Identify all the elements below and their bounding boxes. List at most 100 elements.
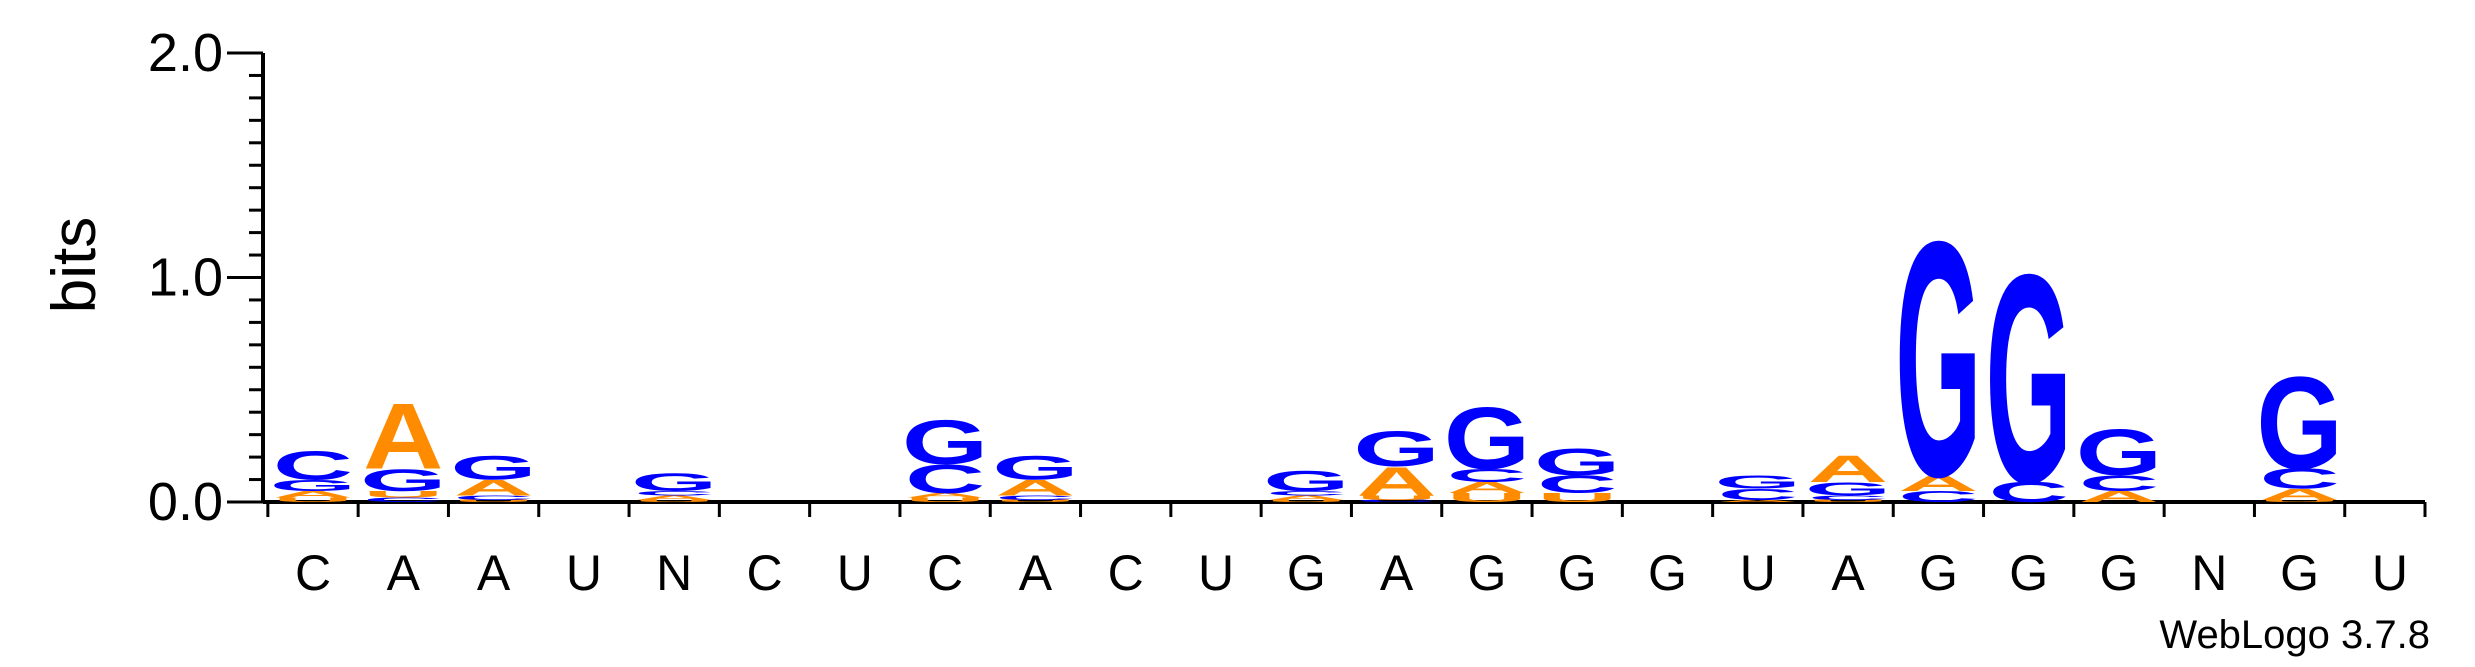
- logo-letter-A: A: [363, 383, 443, 488]
- logo-letter-A: A: [634, 494, 714, 501]
- x-tick-label: U: [566, 545, 602, 601]
- logo-letter-U: U: [1266, 499, 1346, 503]
- logo-letter-C: C: [1898, 488, 1978, 506]
- logo-letter-A: A: [1808, 448, 1888, 490]
- logo-letter-G: G: [2076, 416, 2162, 490]
- logo-letter-U: U: [634, 499, 714, 503]
- logo-letter-G: G: [1985, 211, 2071, 545]
- position-stack: ACG: [2076, 416, 2162, 505]
- logo-letter-U: U: [453, 499, 533, 503]
- logo-letter-C: C: [1989, 477, 2069, 508]
- logo-letter-G: G: [1534, 441, 1620, 483]
- logo-letter-G: G: [992, 449, 1078, 487]
- x-tick-label: N: [656, 545, 692, 601]
- logo-letter-G: G: [2256, 349, 2342, 496]
- x-tick-label: C: [927, 545, 963, 601]
- logo-letter-A: A: [2259, 486, 2339, 504]
- logo-letter-G: G: [1444, 389, 1530, 487]
- x-tick-label: C: [295, 545, 331, 601]
- logo-letter-U: U: [905, 496, 985, 503]
- logo-letter-C: C: [905, 456, 985, 502]
- logo-letter-U: U: [2259, 499, 2339, 503]
- logo-letter-U: U: [995, 499, 1075, 503]
- logo-letter-C: C: [1447, 465, 1527, 486]
- x-tick-label: A: [1380, 545, 1414, 601]
- position-stack: CAG: [1895, 172, 1981, 547]
- x-tick-label: G: [1467, 545, 1506, 601]
- position-stack: UCG: [1534, 441, 1620, 505]
- logo-letter-C: C: [273, 443, 353, 489]
- logo-letter-A: A: [1447, 479, 1527, 497]
- logo-letter-G: G: [450, 449, 536, 487]
- x-tick-label: N: [2191, 545, 2227, 601]
- x-tick-label: U: [2372, 545, 2408, 601]
- logo-letter-A: A: [995, 476, 1075, 500]
- logo-letter-A: A: [1718, 499, 1798, 503]
- x-tick-label: U: [1198, 545, 1234, 601]
- y-tick-label: 2.0: [148, 23, 223, 83]
- x-tick-label: U: [837, 545, 873, 601]
- logo-letter-U: U: [1537, 491, 1617, 505]
- x-tick-label: A: [387, 545, 421, 601]
- x-tick-label: G: [1648, 545, 1687, 601]
- logo-letter-C: C: [1537, 471, 1617, 499]
- logo-letter-U: U: [363, 489, 443, 499]
- x-tick-label: A: [1831, 545, 1865, 601]
- weblogo-credit: WebLogo 3.7.8: [2159, 613, 2430, 657]
- logo-letter-C: C: [363, 496, 443, 503]
- logo-letter-G: G: [631, 468, 717, 496]
- x-tick-label: G: [1558, 545, 1597, 601]
- logo-letter-A: A: [1356, 458, 1436, 504]
- x-tick-label: G: [2100, 545, 2139, 601]
- position-stack: CG: [1985, 211, 2071, 545]
- logo-letter-U: U: [1808, 499, 1888, 503]
- y-axis-label: bits: [40, 217, 109, 313]
- logo-letter-G: G: [902, 408, 988, 478]
- logo-letter-A: A: [273, 489, 353, 499]
- x-tick-label: U: [1740, 545, 1776, 601]
- logo-letter-C: C: [634, 490, 714, 497]
- logo-letter-C: C: [995, 494, 1075, 501]
- logo-letter-C: C: [2079, 471, 2159, 495]
- x-tick-label: A: [1019, 545, 1053, 601]
- logo-letter-G: G: [1895, 172, 1981, 547]
- logo-letter-A: A: [2079, 488, 2159, 506]
- logo-letter-G: G: [1263, 466, 1349, 497]
- logo-letter-U: U: [273, 496, 353, 503]
- y-tick-label: 1.0: [148, 248, 223, 308]
- x-tick-label: G: [2280, 545, 2319, 601]
- logo-letter-C: C: [1356, 499, 1436, 503]
- x-tick-label: G: [1287, 545, 1326, 601]
- logo-letter-U: U: [1356, 494, 1436, 501]
- letter-stacks: UAGCCUGAUCAGUACGUACGUCAGUACGCUAGUACGUCGA…: [270, 172, 2343, 547]
- position-stack: ACG: [1715, 472, 1801, 504]
- logo-letter-G: G: [1715, 472, 1801, 493]
- logo-letter-U: U: [1447, 491, 1527, 505]
- logo-letter-C: C: [2259, 463, 2339, 494]
- x-tick-label: G: [1919, 545, 1958, 601]
- logo-letter-C: C: [1808, 494, 1888, 501]
- y-axis: 0.01.02.0: [148, 23, 265, 532]
- x-tick-label: C: [746, 545, 782, 601]
- x-tick-label: G: [2009, 545, 2048, 601]
- logo-letter-C: C: [1718, 486, 1798, 504]
- logo-letter-G: G: [1353, 421, 1439, 477]
- logo-letter-C: C: [453, 494, 533, 501]
- logo-letter-C: C: [1266, 490, 1346, 497]
- logo-letter-A: A: [1898, 471, 1978, 495]
- logo-letter-G: G: [1805, 478, 1891, 499]
- logo-letter-A: A: [905, 492, 985, 499]
- logo-letter-A: A: [453, 476, 533, 500]
- x-tick-label: C: [1108, 545, 1144, 601]
